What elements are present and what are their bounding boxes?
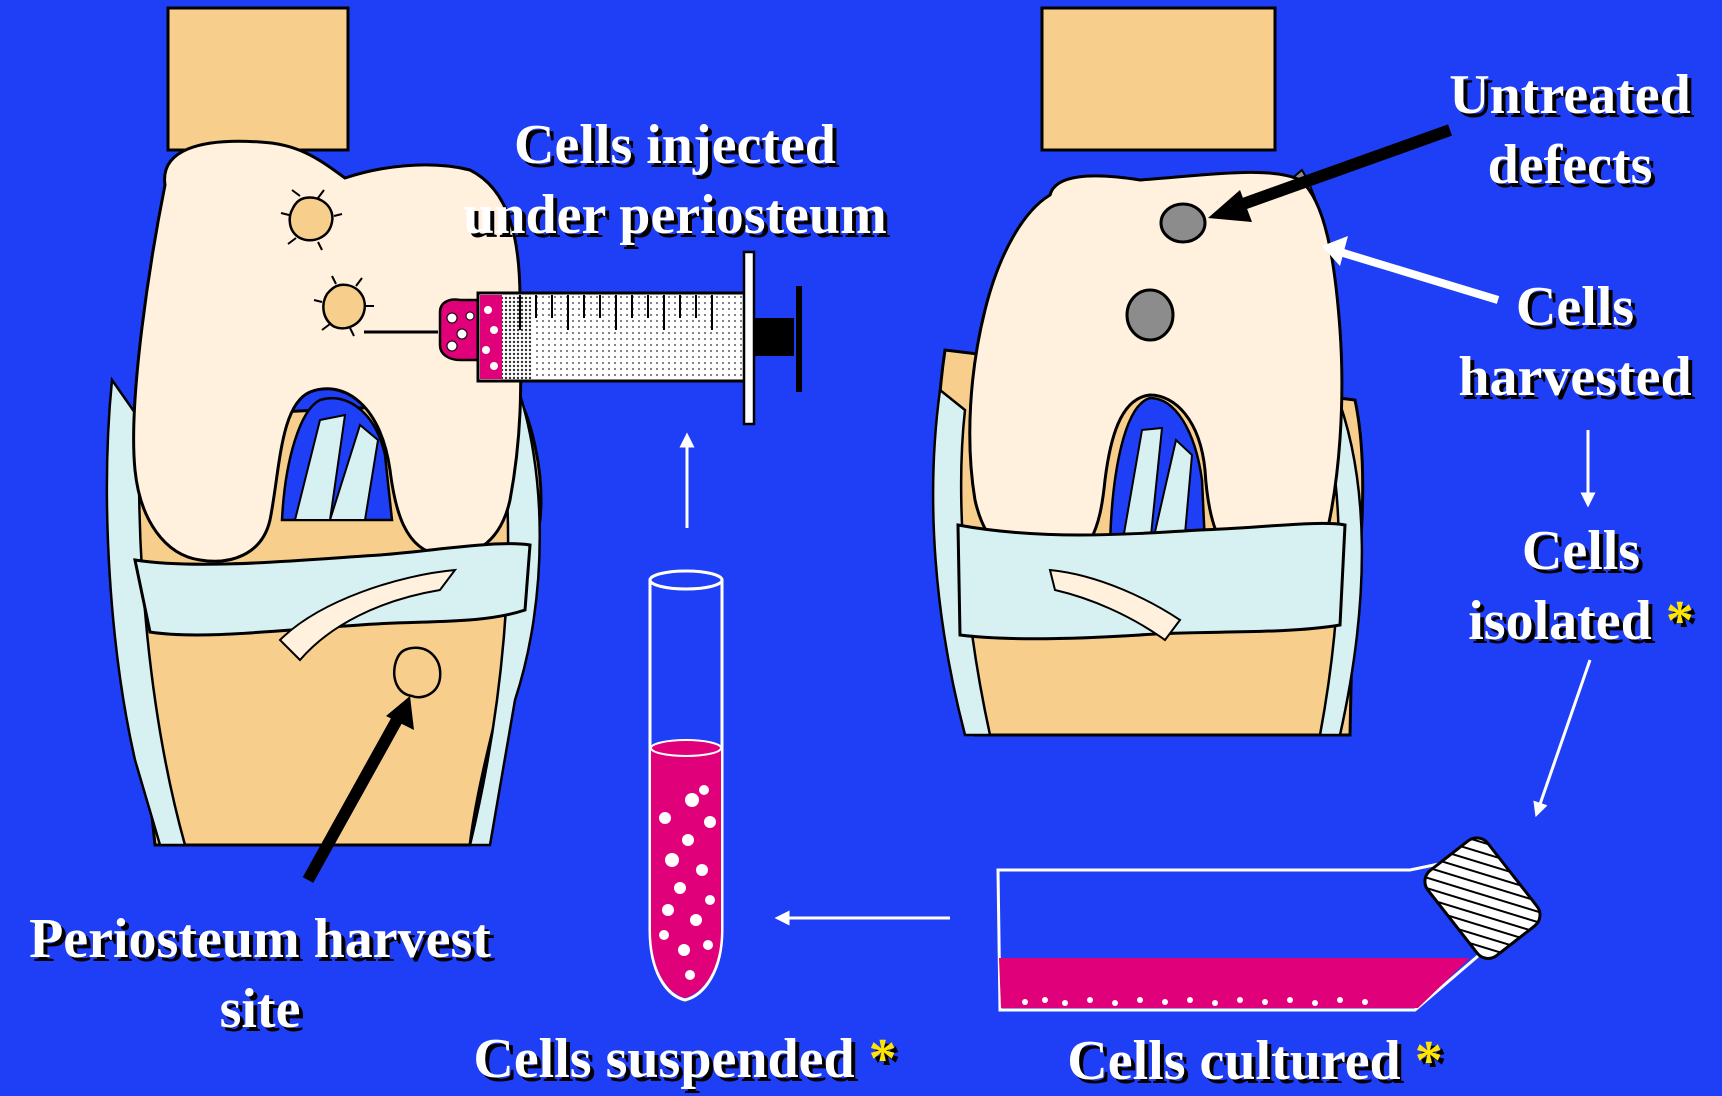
test-tube-icon: [650, 571, 722, 1000]
label-periosteum-harvest-site: Periosteum harvest site: [0, 904, 520, 1044]
label-cells-injected-line1: Cells injected: [430, 110, 920, 180]
asterisk-suspended: *: [869, 1028, 897, 1090]
label-cells-harvested: Cells harvested: [1430, 272, 1720, 412]
label-cells-cultured: Cells cultured *: [1030, 1026, 1480, 1096]
label-isolated-line2: isolated *: [1440, 586, 1722, 656]
label-isolated-line1: Cells: [1440, 516, 1722, 586]
label-cells-injected-line2: under periosteum: [430, 180, 920, 250]
label-isolated-text: isolated: [1468, 590, 1652, 652]
label-cells-suspended: Cells suspended *: [440, 1024, 930, 1094]
asterisk-isolated: *: [1666, 590, 1694, 652]
label-untreated-defects: Untreated defects: [1420, 60, 1720, 200]
label-harvested-line1: Cells: [1430, 272, 1720, 342]
label-cells-injected: Cells injected under periosteum: [430, 110, 920, 250]
asterisk-cultured: *: [1415, 1030, 1443, 1092]
right-knee-illustration: [933, 8, 1363, 735]
label-untreated-line2: defects: [1420, 130, 1720, 200]
label-untreated-line1: Untreated: [1420, 60, 1720, 130]
culture-flask-icon: [998, 832, 1546, 1010]
label-cells-isolated: Cells isolated *: [1440, 516, 1722, 656]
label-suspended-text: Cells suspended: [473, 1028, 854, 1090]
label-harvested-line2: harvested: [1430, 342, 1720, 412]
label-periosteum-line1: Periosteum harvest: [0, 904, 520, 974]
label-cultured-text: Cells cultured: [1067, 1030, 1400, 1092]
